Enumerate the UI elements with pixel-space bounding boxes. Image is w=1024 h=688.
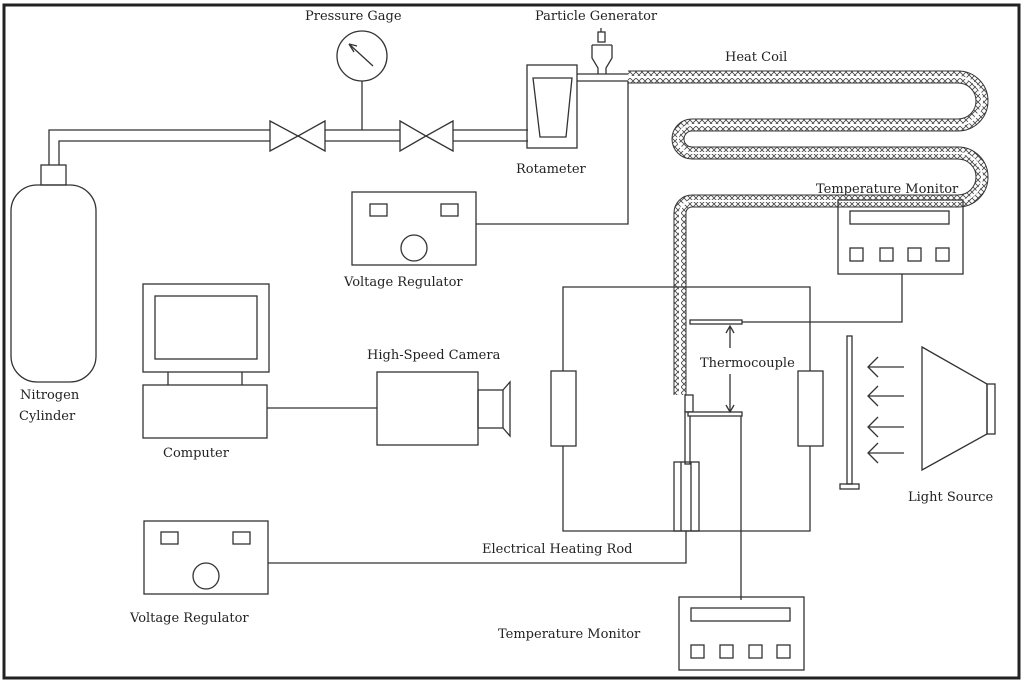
rotameter-outlet-pipe [577,73,628,82]
monitor-screen [154,295,258,360]
valve-2-icon [399,119,454,153]
high-speed-camera-label: High-Speed Camera [367,348,501,363]
electrical-heating-rod-label: Electrical Heating Rod [482,542,632,557]
thermocouple-lower [684,411,743,600]
light-source-label: Light Source [908,490,993,505]
coil-power-wire [476,81,629,225]
coil-outlet-nozzle [684,394,694,413]
nitrogen-cylinder [10,164,97,383]
heat-coil-label: Heat Coil [725,50,787,65]
indicator-left-icon [369,203,388,217]
particle-generator-label: Particle Generator [535,9,658,24]
nitrogen-cylinder-label-2: Cylinder [19,409,76,424]
thermocouple-upper [689,319,743,325]
resistor-right-icon [797,370,824,447]
light-source-icon [921,345,996,472]
indicator-left-icon [160,531,179,545]
cylinder-body [10,184,97,383]
knob-icon [400,234,428,262]
display-icon [690,607,791,622]
electrical-heating-rod [268,461,700,564]
computer-icon [142,283,270,439]
temperature-monitor-bottom-label: Temperature Monitor [498,627,641,642]
monitor-bezel [142,283,270,373]
temperature-monitor-top [837,199,964,275]
voltage-regulator-bottom [143,520,269,595]
voltage-regulator-bottom-label: Voltage Regulator [129,611,249,626]
gas-pipe [48,129,528,165]
voltage-regulator-top [351,191,477,266]
nitrogen-cylinder-label-1: Nitrogen [20,388,80,403]
computer-label: Computer [163,446,230,461]
thermocouple-gap-arrow-icon [725,324,735,414]
diagram-frame [2,3,1021,680]
indicator-right-icon [440,203,459,217]
temperature-monitor-top-label: Temperature Monitor [816,182,959,197]
high-speed-camera-icon [376,371,511,446]
heat-coil [628,70,989,413]
monitor-top-wire [742,274,903,323]
pressure-gage-icon [336,30,388,130]
particle-generator-icon [591,28,613,74]
indicator-right-icon [232,531,251,545]
valve-1-icon [269,119,326,153]
temperature-monitor-bottom [678,596,805,671]
diffuser-screen [839,335,860,490]
rotameter-icon [526,64,578,149]
light-arrows-icon [867,356,904,464]
computer-case [142,384,268,439]
display-icon [849,210,950,225]
knob-icon [192,562,220,590]
pressure-gage-label: Pressure Gage [305,9,402,24]
thermocouple-label: Thermocouple [700,356,795,371]
cylinder-valve-cap [40,164,67,186]
resistor-left-icon [550,370,577,447]
voltage-regulator-top-label: Voltage Regulator [343,275,463,290]
test-chamber [550,286,824,532]
rotameter-label: Rotameter [516,162,587,177]
